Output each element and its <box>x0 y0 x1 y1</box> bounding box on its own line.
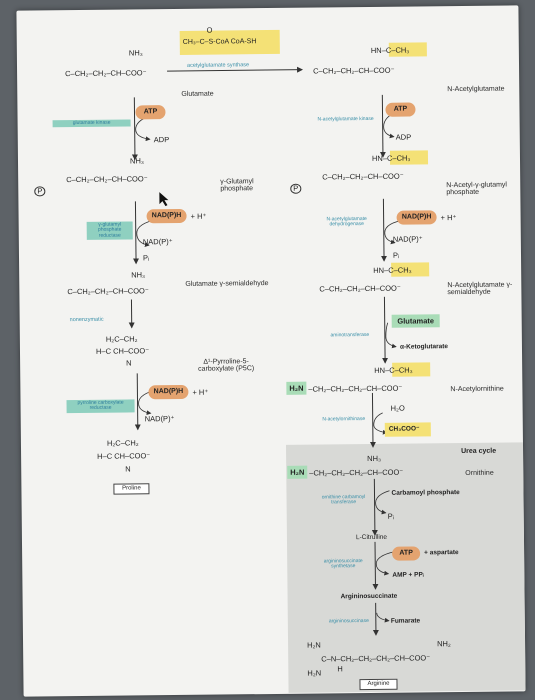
arrow-right-4 <box>372 393 373 447</box>
arrow-left-1 <box>134 97 135 159</box>
acetate: CH₃COO⁻ <box>389 426 420 433</box>
acetylglutamate-structure: C–CH₂–CH₂–CH–COO⁻ <box>313 67 395 75</box>
acetylornithine-structure: –CH₂–CH₂–CH₂–CH–COO⁻ <box>308 385 402 393</box>
proline-ring-n: N <box>125 465 131 473</box>
carbamoyl-phosphate: Carbamoyl phosphate <box>391 490 459 497</box>
acetylglutamate-kinase-enzyme: N-acetylglutamate kinase <box>316 117 376 123</box>
acetyl-glutamyl-phosphate-name: N-Acetyl-γ-glutamyl phosphate <box>446 181 516 196</box>
acetylglutamate-semialdehyde-structure: C–CH₂–CH₂–CH–COO⁻ <box>319 285 401 293</box>
fumarate: Fumarate <box>391 618 420 625</box>
glutamate-cosubstrate: Glutamate <box>181 91 213 98</box>
p5c-ring-mid: H–C CH–COO⁻ <box>96 347 149 355</box>
acetylglutamate-synthase-label: acetylglutamate synthase <box>187 63 249 69</box>
arrow-left-2 <box>135 201 136 263</box>
right-hn-1: HN–C–CH₃ <box>371 47 410 55</box>
glutamyl-phosphate-reductase-enzyme: γ-glutamyl phosphate reductase <box>87 221 133 239</box>
left-h-2: + H⁺ <box>192 389 208 397</box>
right-nadp-1: NAD(P)⁺ <box>393 235 423 243</box>
left-adp-1: ADP <box>154 136 169 144</box>
arrow-top <box>167 70 302 71</box>
proline-label: Proline <box>113 483 149 494</box>
right-hn-3: HN–C–CH₃ <box>373 267 412 275</box>
left-nadp-1: NAD(P)⁺ <box>143 238 173 246</box>
proline-ring-top: H₂C–CH₂ <box>107 439 139 447</box>
left-nh3-3: NH₃ <box>131 271 145 279</box>
argininosuccinate-synthetase-enzyme: argininosuccinate synthetase <box>318 559 368 570</box>
ornithine-name: Ornithine <box>465 470 493 477</box>
urea-cycle-label: Urea cycle <box>461 448 496 455</box>
urea-atp: ATP <box>392 546 420 560</box>
right-phosphate-p: P <box>290 184 301 194</box>
left-nadp-2: NAD(P)⁺ <box>145 415 175 423</box>
arginine-nh2: NH₂ <box>437 640 451 648</box>
ornithine-carbamoyl-transferase-enzyme: ornithine carbamoyl transferase <box>322 495 366 506</box>
gamma-glutamyl-phosphate-name: γ-Glutamyl phosphate <box>220 178 280 193</box>
left-nh3-2: NH₃ <box>130 157 144 165</box>
arrow-right-3 <box>384 297 385 363</box>
arginine-label: Arginine <box>359 679 397 690</box>
urea-pi: Pᵢ <box>388 513 394 521</box>
arrow-right-1 <box>382 95 383 157</box>
pyrroline-carboxylate-reductase-enzyme: pyrroline carboxylate reductase <box>67 399 135 412</box>
right-pi-1: Pᵢ <box>393 252 399 260</box>
p5c-name: Δ¹-Pyrroline-5-carboxylate (P5C) <box>190 358 262 373</box>
arginine-h: H <box>337 665 343 673</box>
n-acetylornithine-name: N-Acetylornithine <box>450 386 503 394</box>
glutamate-semialdehyde-structure: C–CH₂–CH₂–CH–COO⁻ <box>67 287 149 295</box>
pathway-arrows <box>16 5 525 696</box>
glutamate-highlight: Glutamate <box>392 314 440 328</box>
right-atp-1: ATP <box>385 102 415 116</box>
right-hn-4: HN–C–CH₃ <box>374 367 413 375</box>
acetyl-coa-reagent: CH₃–C–S-CoA CoA-SH <box>183 38 257 46</box>
arrow-urea-1 <box>374 479 375 535</box>
water: H₂O <box>391 405 405 413</box>
argininosuccinase-enzyme: argininosuccinase <box>327 619 371 625</box>
h2n-highlight-1: H₂N <box>286 382 306 395</box>
right-h-1: + H⁺ <box>441 214 457 222</box>
nonenzymatic-label: nonenzymatic <box>70 318 104 324</box>
arrow-urea-1-side <box>375 491 389 513</box>
arginine-h2n-top: H₂N <box>307 641 321 649</box>
glutamyl-phosphate-structure: C–CH₂–CH₂–CH–COO⁻ <box>66 175 148 183</box>
p5c-ring-top: H₂C–CH₂ <box>106 335 138 343</box>
left-nh3-1: NH₃ <box>129 49 143 57</box>
right-adp-1: ADP <box>396 134 411 142</box>
acetylglutamate-semialdehyde-name: N-Acetylglutamate γ-semialdehyde <box>447 281 517 296</box>
h2n-highlight-2: H₂N <box>287 466 307 479</box>
aspartate: + aspartate <box>424 550 459 557</box>
left-nadph-1: NAD(P)H <box>147 209 187 223</box>
proline-ring-mid: H–C CH–COO⁻ <box>97 452 150 460</box>
alpha-ketoglutarate: α-Ketoglutarate <box>400 344 448 351</box>
p5c-ring-n: N <box>126 359 132 367</box>
left-nadph-2: NAD(P)H <box>148 385 188 399</box>
left-pi-1: Pᵢ <box>143 254 149 262</box>
arrow-right-2 <box>383 199 384 261</box>
acetylornithinase-enzyme: N-acetylornithinase <box>317 417 371 423</box>
arginine-h2n-bottom: H₂N <box>307 669 321 677</box>
arginine-structure: C–N–CH₂–CH₂–CH₂–CH–COO⁻ <box>321 654 430 663</box>
left-phosphate-p: P <box>34 186 45 196</box>
right-nadph-1: NAD(P)H <box>397 210 437 224</box>
glutamate-structure: C–CH₂–CH₂–CH–COO⁻ <box>65 69 147 77</box>
left-h-1: + H⁺ <box>191 213 207 221</box>
right-nh3-5: NH₃ <box>367 455 381 463</box>
right-hn-2: HN–C–CH₃ <box>372 155 411 163</box>
left-atp-1: ATP <box>135 105 165 119</box>
ornithine-structure: –CH₂–CH₂–CH₂–CH–COO⁻ <box>309 469 403 477</box>
acetyl-coa-carbonyl-o: O <box>207 27 213 35</box>
textbook-page: O CH₃–C–S-CoA CoA-SH acetylglutamate syn… <box>16 5 525 696</box>
l-citrulline: L-Citrulline <box>356 535 387 542</box>
glutamate-semialdehyde-name: Glutamate γ-semialdehyde <box>185 280 268 288</box>
acetylglutamate-dehydrogenase-enzyme: N-acetylglutamate dehydrogenase <box>317 217 377 228</box>
n-acetylglutamate-name: N-Acetylglutamate <box>447 86 504 94</box>
arrow-left-4 <box>137 373 138 429</box>
amp-ppi: AMP + PPᵢ <box>392 572 423 579</box>
acetylglutamyl-phosphate-structure: C–CH₂–CH₂–CH–COO⁻ <box>322 173 404 181</box>
glutamate-kinase-enzyme: glutamate kinase <box>53 119 131 127</box>
mouse-cursor-icon <box>158 191 170 207</box>
argininosuccinate: Argininosuccinate <box>341 594 398 601</box>
arrow-urea-3-side <box>377 613 389 621</box>
aminotransferase-enzyme: aminotransferase <box>320 333 380 339</box>
